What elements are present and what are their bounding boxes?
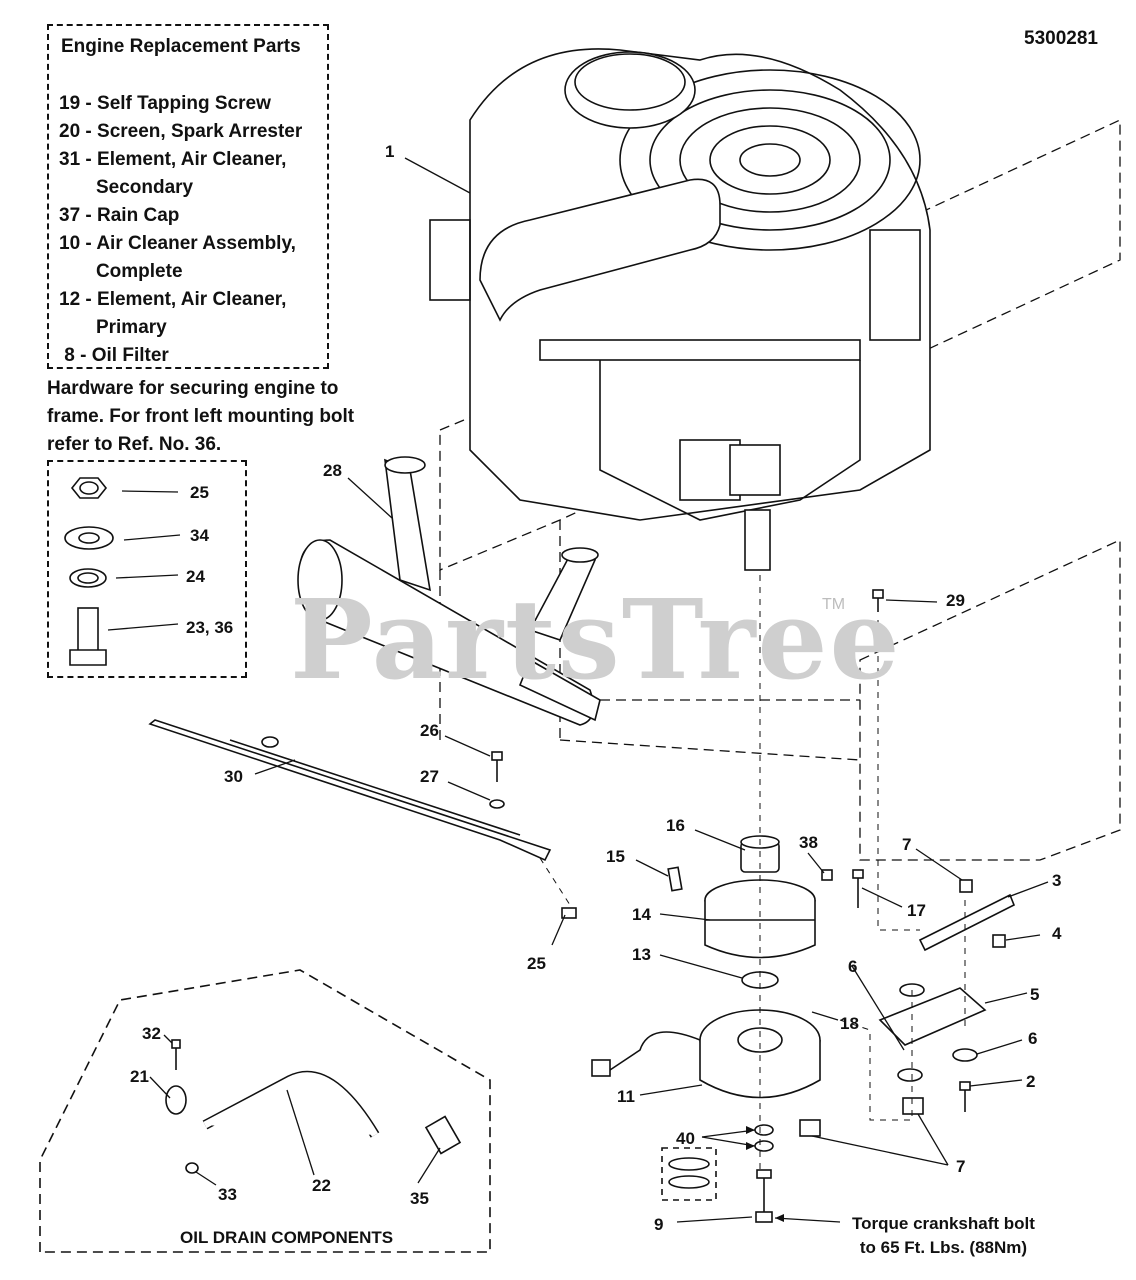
callout-25: 25 [527, 954, 546, 973]
partstree-watermark: PartsTree [290, 575, 902, 704]
oil-drain-parts [165, 1039, 462, 1174]
callout-33: 33 [218, 1185, 237, 1204]
callout-3: 3 [1052, 871, 1062, 890]
callout-6-right: 6 [1028, 1029, 1038, 1048]
callout-5: 5 [1030, 985, 1040, 1004]
callout-2: 2 [1026, 1072, 1036, 1091]
callout-17: 17 [907, 901, 926, 920]
torque-note: Torque crankshaft bolt to 65 Ft. Lbs. (8… [852, 1212, 1035, 1260]
reference-item: 12 - Element, Air Cleaner, [59, 289, 287, 310]
reference-item: 10 - Air Cleaner Assembly, [59, 233, 296, 254]
reference-item: Complete [59, 261, 183, 282]
reference-item: Primary [59, 317, 167, 338]
callout-7-bottom: 7 [956, 1157, 966, 1176]
callout-28: 28 [323, 461, 342, 480]
oil-drain-enclosure [39, 969, 491, 1253]
callout-14: 14 [632, 905, 651, 924]
reference-list: 19 - Self Tapping Screw 20 - Screen, Spa… [59, 90, 302, 370]
callout-29: 29 [946, 591, 965, 610]
hardware-box-parts [64, 477, 114, 666]
trademark-symbol: TM [822, 596, 846, 613]
torque-note-line-1: Torque crankshaft bolt [852, 1214, 1035, 1233]
reference-item: Secondary [59, 177, 194, 198]
callout-15: 15 [606, 847, 625, 866]
callout-6-left: 6 [848, 957, 858, 976]
reference-item: 31 - Element, Air Cleaner, [59, 149, 287, 170]
callout-24-split-washer: 24 [186, 567, 205, 586]
heat-shield-illustration [148, 719, 552, 862]
callout-1: 1 [385, 142, 395, 161]
oil-drain-components-label: OIL DRAIN COMPONENTS [180, 1228, 394, 1247]
callout-40: 40 [676, 1129, 695, 1148]
hardware-note: Hardware for securing engine to frame. F… [47, 378, 355, 455]
callout-4: 4 [1052, 924, 1062, 943]
hardware-parts [489, 589, 1006, 1223]
callout-26: 26 [420, 721, 439, 740]
callout-23-36-bolt: 23, 36 [186, 618, 234, 637]
reference-box-title: Engine Replacement Parts [61, 36, 301, 57]
reference-item: 8 - Oil Filter [59, 345, 169, 366]
callout-32: 32 [142, 1024, 161, 1043]
muffler-illustration [297, 456, 601, 726]
reference-item: 19 - Self Tapping Screw [59, 93, 271, 114]
callout-38: 38 [799, 833, 818, 852]
spring-illustration [661, 1147, 717, 1201]
assembly-guide-lines [877, 620, 920, 931]
callout-21: 21 [130, 1067, 149, 1086]
callout-22: 22 [312, 1176, 331, 1195]
reference-item: 20 - Screen, Spark Arrester [59, 121, 303, 142]
bracket-illustration [878, 893, 1016, 1046]
callout-16: 16 [666, 816, 685, 835]
engine-replacement-parts-box: Engine Replacement Parts 19 - Self Tappi… [47, 24, 329, 369]
callout-30: 30 [224, 767, 243, 786]
callout-13: 13 [632, 945, 651, 964]
callout-27: 27 [420, 767, 439, 786]
diagram-number: 5300281 [1024, 28, 1098, 49]
callout-7-top: 7 [902, 835, 912, 854]
hardware-box [47, 460, 247, 678]
torque-note-line-2: to 65 Ft. Lbs. (88Nm) [859, 1238, 1028, 1257]
callout-35: 35 [410, 1189, 429, 1208]
callout-9: 9 [654, 1215, 664, 1234]
engine-illustration [429, 48, 931, 571]
reference-item: 37 - Rain Cap [59, 205, 180, 226]
callout-25-nut: 25 [190, 483, 209, 502]
callout-34-lockwasher: 34 [190, 526, 209, 545]
callout-18: 18 [840, 1014, 859, 1033]
pulley-and-clutch-illustration [591, 835, 821, 1099]
callout-11: 11 [617, 1087, 635, 1106]
